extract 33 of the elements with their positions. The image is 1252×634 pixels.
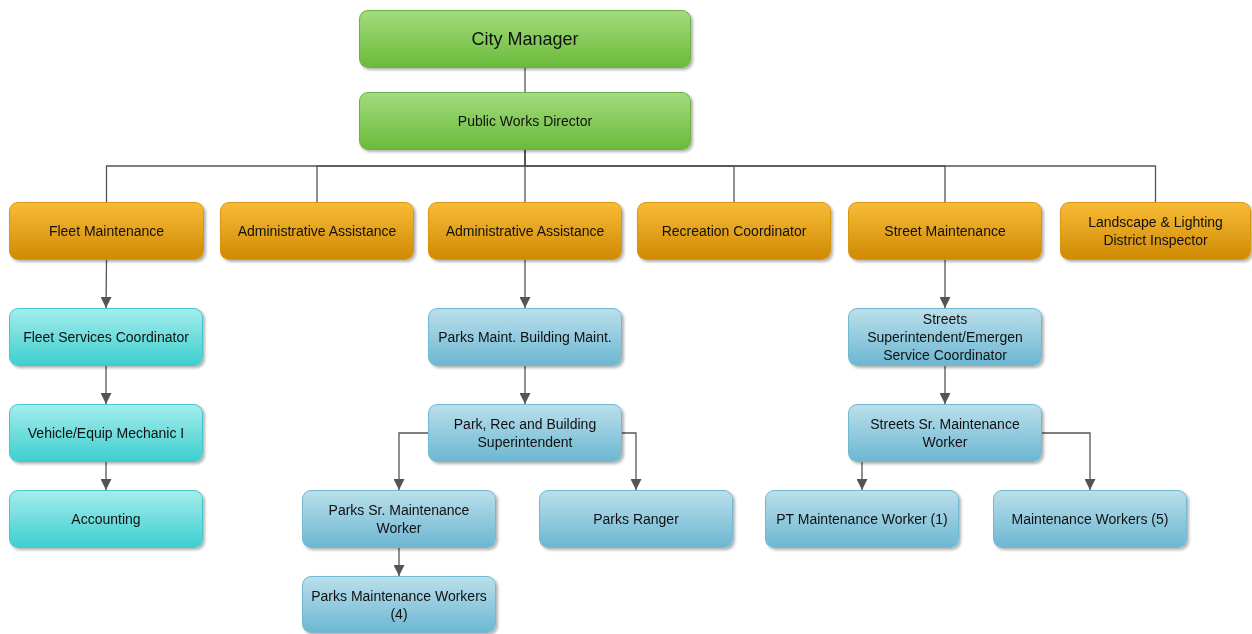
role-box: Parks Maint. Building Maint. — [428, 308, 622, 366]
executive-box: Public Works Director — [359, 92, 691, 150]
arrow — [939, 259, 951, 309]
arrow — [100, 461, 112, 491]
role-box: Maintenance Workers (5) — [993, 490, 1187, 548]
executive-box: City Manager — [359, 10, 691, 68]
arrow — [393, 547, 405, 577]
fleet-role-box: Accounting — [9, 490, 203, 548]
fleet-role-box: Fleet Services Coordinator — [9, 308, 203, 366]
arrow — [393, 432, 429, 491]
arrow — [519, 365, 531, 405]
arrow — [939, 365, 951, 405]
department-box: Street Maintenance — [848, 202, 1042, 260]
arrow — [1041, 432, 1096, 491]
arrow — [100, 365, 112, 405]
arrow — [856, 461, 868, 491]
role-box: Streets Superintendent/Emergen Service Coordinator — [848, 308, 1042, 366]
department-box: Administrative Assistance — [220, 202, 414, 260]
arrow — [100, 259, 112, 309]
department-box: Landscape & Lighting District Inspector — [1060, 202, 1251, 260]
department-box: Fleet Maintenance — [9, 202, 204, 260]
department-box: Administrative Assistance — [428, 202, 622, 260]
arrow — [621, 432, 642, 491]
role-box: Parks Maintenance Workers (4) — [302, 576, 496, 633]
role-box: Parks Sr. Maintenance Worker — [302, 490, 496, 548]
arrow — [519, 259, 531, 309]
connector-line — [524, 67, 526, 93]
fleet-role-box: Vehicle/Equip Mechanic I — [9, 404, 203, 462]
role-box: Parks Ranger — [539, 490, 733, 548]
department-box: Recreation Coordinator — [637, 202, 831, 260]
role-box: Park, Rec and Building Superintendent — [428, 404, 622, 462]
role-box: PT Maintenance Worker (1) — [765, 490, 959, 548]
role-box: Streets Sr. Maintenance Worker — [848, 404, 1042, 462]
